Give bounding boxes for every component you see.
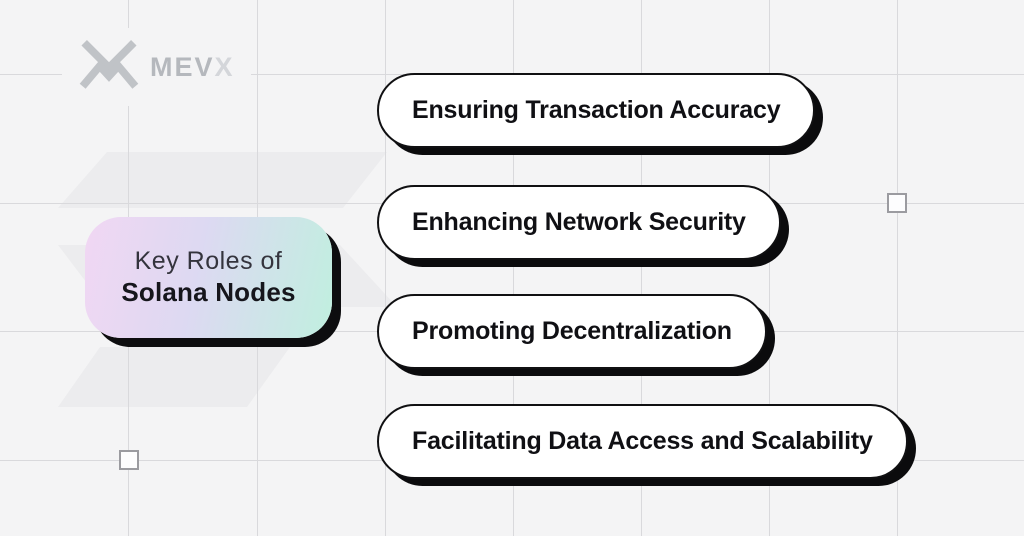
role-pill-label: Ensuring Transaction Accuracy xyxy=(412,96,781,124)
role-pill-data-access-scalability: Facilitating Data Access and Scalability xyxy=(377,404,908,479)
grid-node-square xyxy=(119,450,139,470)
mevx-logo: MEVX xyxy=(62,28,251,106)
role-pill-label: Enhancing Network Security xyxy=(412,208,746,236)
mevx-monogram-icon xyxy=(78,36,140,98)
role-pill-label: Promoting Decentralization xyxy=(412,317,732,345)
role-pill-network-security: Enhancing Network Security xyxy=(377,185,781,260)
role-pill-decentralization: Promoting Decentralization xyxy=(377,294,767,369)
title-line1: Key Roles of xyxy=(134,246,283,275)
grid-line-v xyxy=(513,0,514,536)
title-card: Key Roles of Solana Nodes xyxy=(85,217,332,338)
grid-node-square xyxy=(887,193,907,213)
role-pill-transaction-accuracy: Ensuring Transaction Accuracy xyxy=(377,73,816,148)
grid-line-v xyxy=(385,0,386,536)
role-pill-label: Facilitating Data Access and Scalability xyxy=(412,427,873,455)
mevx-logo-text: MEVX xyxy=(150,51,235,82)
title-line2: Solana Nodes xyxy=(121,277,296,308)
grid-line-v xyxy=(769,0,770,536)
grid-line-v xyxy=(897,0,898,536)
mevx-logo-text-main: MEV xyxy=(150,51,215,82)
grid-line-v xyxy=(641,0,642,536)
mevx-logo-text-x: X xyxy=(214,51,235,82)
